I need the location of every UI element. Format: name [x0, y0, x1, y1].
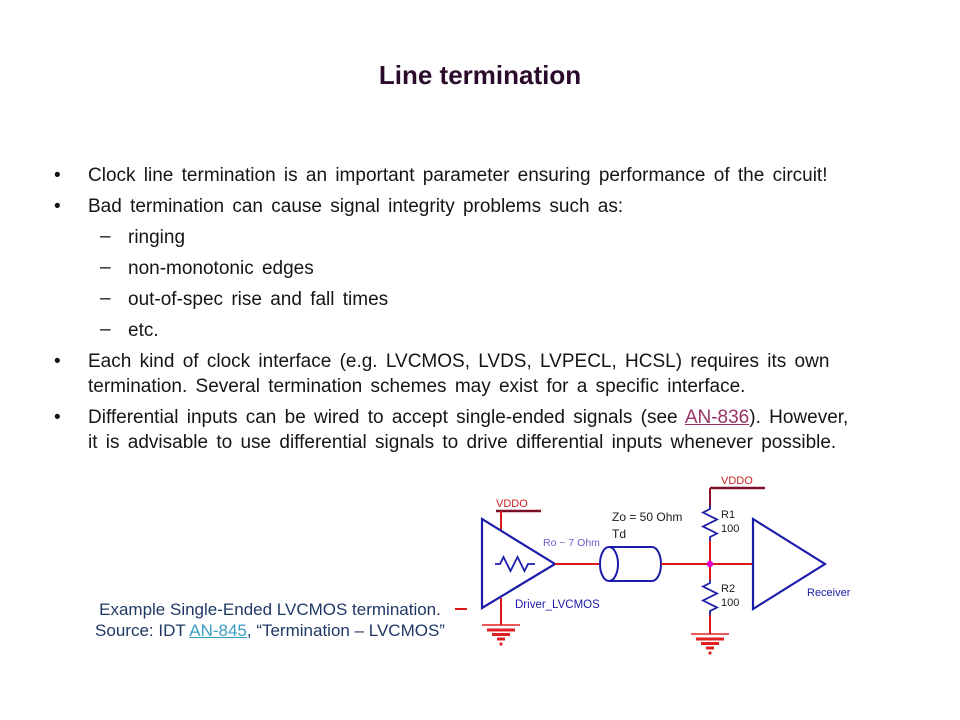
ground-symbol-right — [691, 633, 729, 655]
bullet-each-kind: • Each kind of clock interface (e.g. LVC… — [52, 349, 924, 399]
junction-dot — [706, 560, 714, 568]
vddo-right-label: VDDO — [721, 475, 753, 487]
sub-bullet-marker: – — [100, 257, 111, 278]
receiver-triangle — [751, 517, 828, 611]
an-845-link[interactable]: AN-845 — [189, 621, 247, 640]
bullet-text-segment: Differential inputs can be wired to acce… — [88, 407, 685, 428]
bullet-differential-inputs: • Differential inputs can be wired to ac… — [52, 405, 924, 455]
receiver-section: Receiver — [751, 517, 851, 611]
caption-line2: Source: IDT AN-845, “Termination – LVCMO… — [95, 621, 445, 640]
bullet-marker: • — [54, 407, 61, 428]
sub-bullet-marker: – — [100, 226, 111, 247]
bullet-text: Each kind of clock interface (e.g. LVCMO… — [88, 351, 829, 397]
caption-source-suffix: , “Termination – LVCMOS” — [246, 621, 445, 640]
figure-caption: Example Single-Ended LVCMOS termination.… — [58, 599, 482, 641]
caption-source-text: Source: IDT — [95, 621, 190, 640]
zo-label: Zo = 50 Ohm — [612, 510, 682, 524]
driver-triangle — [480, 517, 558, 610]
driver-section: VDDO Driver_LVCMOS Ro ~ 7 Ohm — [455, 498, 600, 646]
receiver-label: Receiver — [807, 587, 851, 599]
r2-name: R2 — [721, 583, 735, 595]
bullet-text: Bad termination can cause signal integri… — [88, 196, 624, 217]
sub-bullet-ringing: – ringing — [100, 225, 924, 250]
sub-bullet-text: non-monotonic edges — [128, 258, 314, 279]
bullet-marker: • — [54, 196, 61, 217]
bullet-text-line1: Each kind of clock interface (e.g. LVCMO… — [88, 351, 830, 372]
resistor-r1 — [700, 506, 720, 541]
bullet-bad-termination: • Bad termination can cause signal integ… — [52, 194, 924, 219]
an-836-link[interactable]: AN-836 — [684, 407, 750, 428]
sub-bullet-marker: – — [100, 288, 111, 309]
sub-bullet-non-monotonic: – non-monotonic edges — [100, 256, 924, 281]
transmission-line-section: Zo = 50 Ohm Td — [555, 510, 753, 582]
page-title: Line termination — [378, 60, 582, 90]
termination-network: VDDO R1 100 R2 100 — [691, 475, 765, 655]
r1-name: R1 — [721, 509, 735, 521]
bullet-text-segment: it is advisable to use differential sign… — [88, 432, 837, 453]
transmission-line-cylinder — [599, 546, 662, 582]
bullet-marker: • — [54, 165, 61, 186]
sub-bullet-text: out-of-spec rise and fall times — [128, 289, 389, 310]
vddo-left-label: VDDO — [496, 498, 528, 510]
sub-bullet-list: – ringing – non-monotonic edges – out-of… — [100, 225, 924, 343]
r2-value: 100 — [721, 597, 739, 609]
sub-bullet-out-of-spec: – out-of-spec rise and fall times — [100, 287, 924, 312]
caption-line1: Example Single-Ended LVCMOS termination. — [99, 600, 441, 619]
resistor-r2 — [700, 580, 720, 615]
td-label: Td — [612, 527, 626, 541]
ro-impedance-label: Ro ~ 7 Ohm — [543, 537, 600, 549]
driver-internal-resistor — [495, 554, 535, 574]
driver-label: Driver_LVCMOS — [515, 599, 600, 611]
bullet-text-segment: ). However, — [749, 407, 849, 428]
sub-bullet-text: ringing — [128, 227, 186, 248]
bullet-marker: • — [54, 351, 61, 372]
bullet-clock-line: • Clock line termination is an important… — [52, 163, 924, 188]
sub-bullet-etc: – etc. — [100, 318, 924, 343]
bullet-text: Clock line termination is an important p… — [88, 165, 828, 186]
sub-bullet-text: etc. — [128, 320, 159, 341]
bullet-text: Differential inputs can be wired to acce… — [88, 407, 848, 453]
bullet-text-line2: termination. Several termination schemes… — [88, 376, 746, 397]
sub-bullet-marker: – — [100, 319, 111, 340]
r1-value: 100 — [721, 523, 739, 535]
termination-circuit-diagram: VDDO Driver_LVCMOS Ro ~ 7 Ohm Zo = 50 Oh… — [455, 475, 851, 655]
ground-symbol-left — [482, 624, 520, 646]
bullet-list: • Clock line termination is an important… — [52, 163, 924, 461]
